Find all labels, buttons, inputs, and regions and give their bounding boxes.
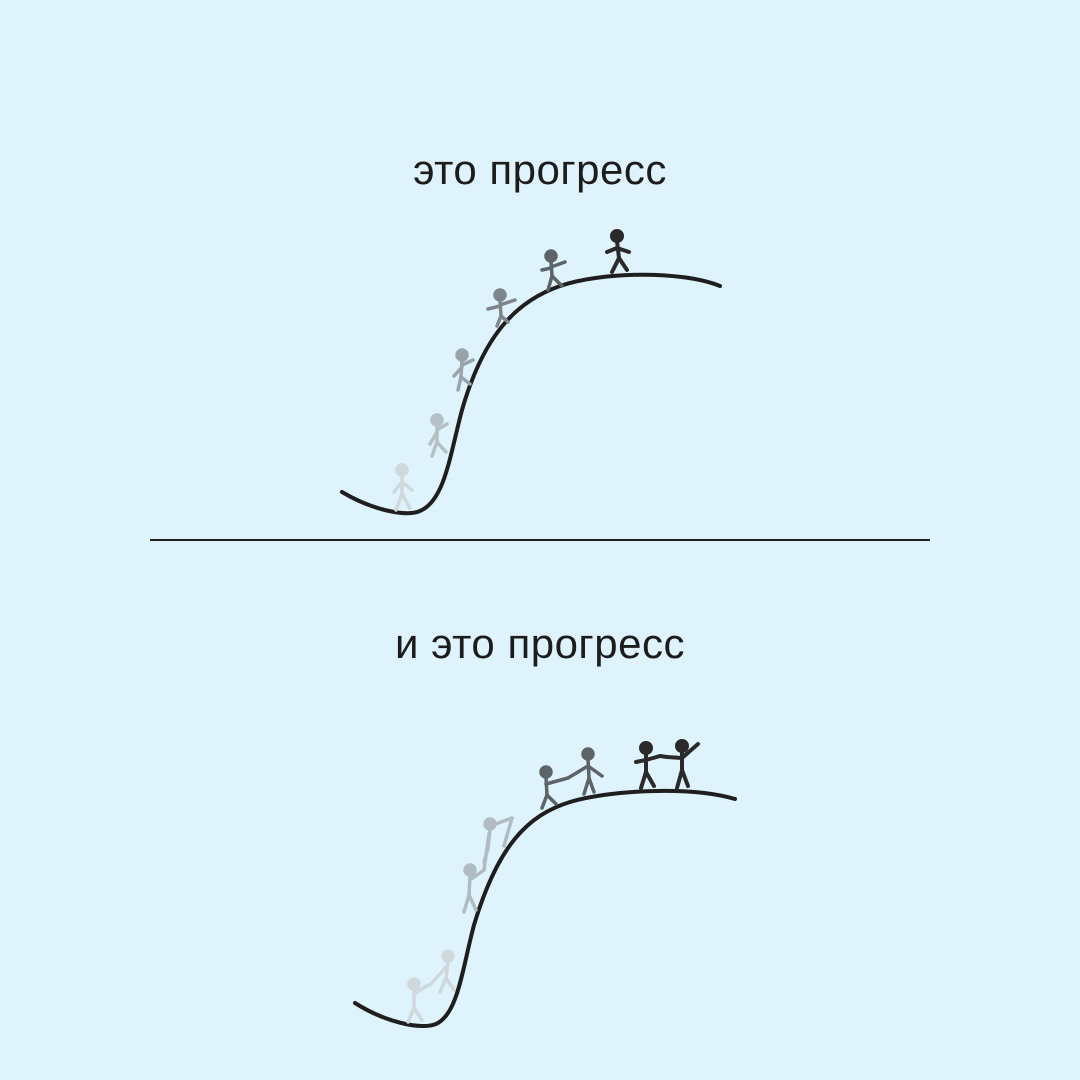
top-climber-figures xyxy=(392,229,631,512)
top-caption: это прогресс xyxy=(413,146,667,193)
top-figure-5 xyxy=(540,249,567,292)
top-figure-6 xyxy=(605,229,631,274)
bottom-figure-pair-3 xyxy=(539,747,604,810)
top-figure-3 xyxy=(452,348,475,392)
bottom-helper-figures xyxy=(406,739,700,1024)
top-figure-2 xyxy=(428,413,449,458)
bottom-figure-pair-2 xyxy=(462,816,514,914)
bottom-figure-pair-1 xyxy=(406,949,456,1024)
top-progress-curve xyxy=(340,272,722,516)
bottom-caption: и это прогресс xyxy=(395,620,685,667)
top-figure-4 xyxy=(486,288,517,328)
bottom-progress-curve xyxy=(353,788,737,1028)
top-figure-1 xyxy=(392,463,414,512)
bottom-figure-pair-4 xyxy=(634,739,700,790)
